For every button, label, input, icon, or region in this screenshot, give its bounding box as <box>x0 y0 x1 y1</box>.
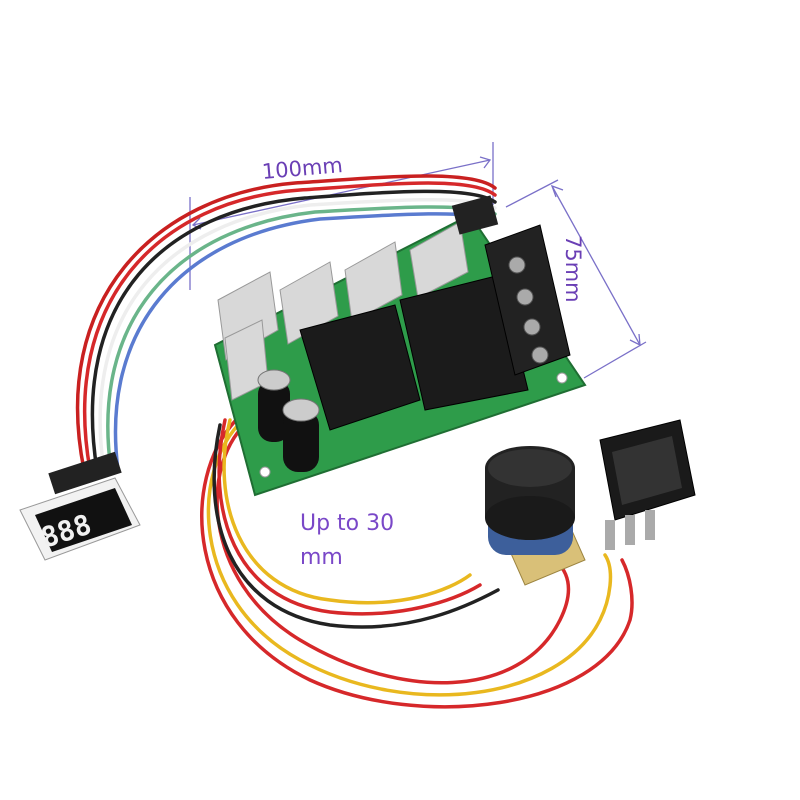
pcb-board <box>213 195 587 497</box>
rocker-switch <box>599 419 696 550</box>
screw-terminal-block <box>484 224 571 376</box>
display-wire-bundle <box>75 174 497 472</box>
height-dimension-label: 75mm <box>561 235 585 303</box>
dimension-lines <box>189 142 647 379</box>
led-display-module: 888 <box>19 451 141 561</box>
potentiometer-knob <box>485 446 586 586</box>
control-wires <box>200 418 634 709</box>
wire-connector <box>451 195 499 235</box>
relay-left <box>299 304 421 431</box>
heatsinks <box>217 221 469 401</box>
wire-length-annotation: Up to 30 mm <box>300 511 395 570</box>
capacitors <box>257 369 320 472</box>
relay-right <box>399 274 529 411</box>
